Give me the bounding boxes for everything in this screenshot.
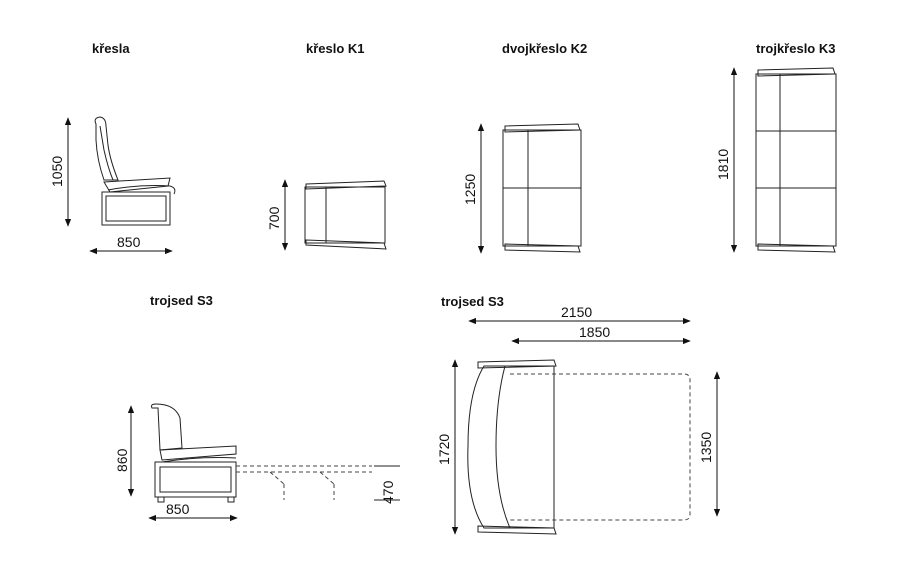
s3-side-view [127,403,400,522]
title-k1: křeslo K1 [306,41,365,56]
dim-kresla-height: 1050 [49,156,65,187]
k2-top-view [477,123,582,254]
title-k2: dvojkřeslo K2 [502,41,587,56]
dim-kresla-width: 850 [117,234,141,250]
k3-top-view [730,67,837,253]
title-k3: trojkřeslo K3 [756,41,835,56]
dim-s3-bed-height: 470 [380,480,396,504]
s3-top-view [451,317,721,535]
dim-s3-top-length: 1720 [436,434,452,465]
dim-s3-top-total: 2150 [561,304,592,320]
dim-k3-length: 1810 [715,149,731,180]
title-kresla: křesla [92,41,130,56]
dim-s3-top-bed-width: 1350 [698,432,714,463]
dim-s3-top-bed: 1850 [579,324,610,340]
k1-top-view [281,179,387,251]
title-s3-side: trojsed S3 [150,293,213,308]
dim-s3-side-height: 860 [114,448,130,472]
title-s3-top: trojsed S3 [441,294,504,309]
dim-s3-side-width: 850 [166,501,190,517]
kresla-side-view [64,116,176,255]
dim-k1-depth: 700 [266,206,282,230]
dim-k2-length: 1250 [462,174,478,205]
